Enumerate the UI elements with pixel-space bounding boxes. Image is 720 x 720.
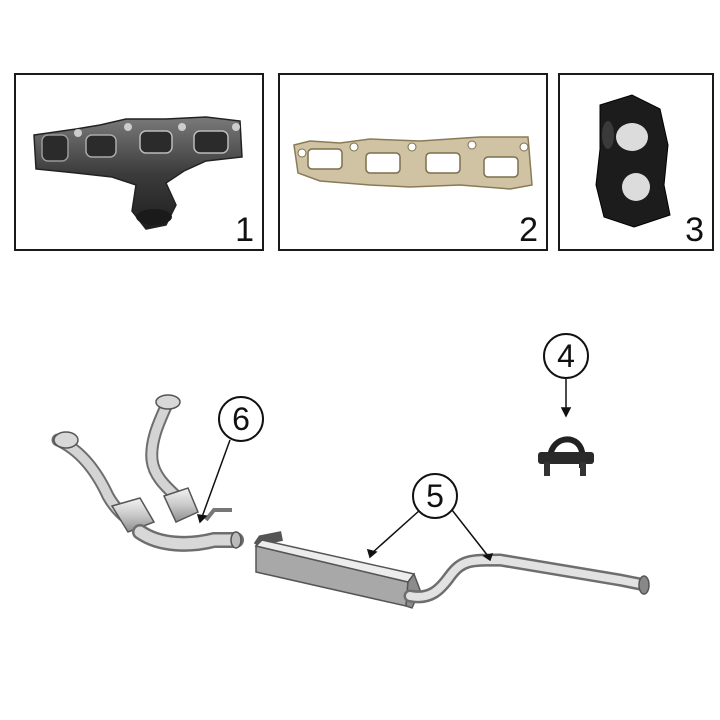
- part-panel-2: 2: [278, 73, 548, 251]
- callout-4: 4: [543, 333, 589, 379]
- part-number-label: 2: [519, 211, 538, 249]
- part-panel-3: 3: [558, 73, 714, 251]
- leader-lines: [196, 379, 572, 562]
- front-pipe: [51, 394, 244, 552]
- muffler-assembly: [253, 531, 650, 609]
- callout-label: 4: [557, 338, 575, 374]
- rubber-hanger-image: [595, 94, 671, 228]
- part-number-label: 3: [685, 211, 704, 249]
- callout-label: 6: [232, 401, 250, 437]
- exhaust-manifold-image: [33, 116, 243, 230]
- manifold-gasket-image: [293, 136, 533, 190]
- part-panel-1: 1: [14, 73, 264, 251]
- callout-5: 5: [412, 473, 458, 519]
- part-number-label: 1: [235, 211, 254, 249]
- exhaust-clamp: [538, 436, 594, 476]
- callout-label: 5: [426, 478, 444, 514]
- callout-6: 6: [218, 396, 264, 442]
